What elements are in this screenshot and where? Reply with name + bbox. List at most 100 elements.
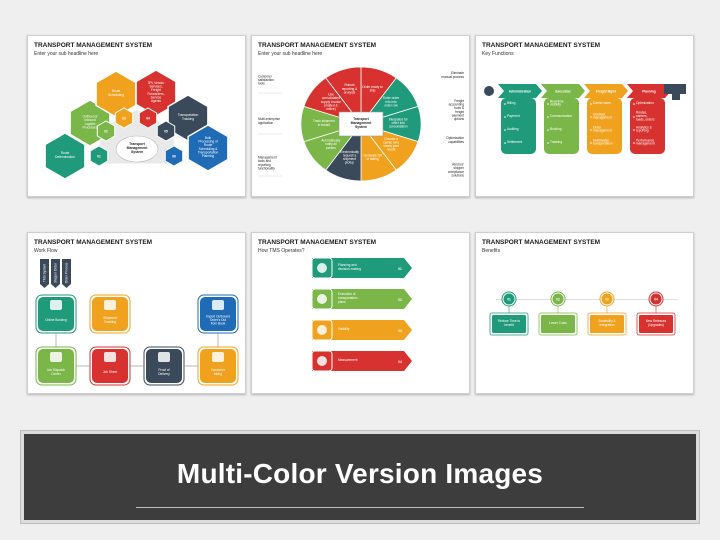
function-arrow (584, 84, 628, 98)
slide-title: TRANSPORT MANAGEMENT SYSTEM (482, 42, 601, 49)
benefit-number: 03 (605, 298, 609, 302)
step-icon (317, 263, 327, 273)
flow-tag (51, 259, 60, 288)
label-line: Route (204, 143, 213, 147)
flow-box (38, 349, 74, 383)
function-heading: Administration (509, 90, 532, 94)
label-line: capabilities (448, 140, 464, 144)
label-line: Measurement (338, 358, 358, 362)
function-arrow (541, 84, 585, 98)
bullet (633, 103, 635, 105)
label-line: Scheduling & (199, 147, 219, 151)
label-line: carrier who (383, 140, 399, 144)
slide-thumbnail-3[interactable]: TRANSPORT MANAGEMENT SYSTEM Key Function… (475, 35, 694, 197)
slide-subtitle: Benefits (482, 248, 501, 254)
flow-box (38, 297, 74, 331)
banner-panel: Multi-Color Version Images (24, 434, 696, 520)
label-line: Analytics & (636, 125, 653, 129)
flow-box (200, 349, 236, 383)
label-line: of lading (366, 157, 378, 161)
label-line: Lower Costs (549, 321, 567, 325)
slide-thumbnail-5[interactable]: TRANSPORT MANAGEMENT SYSTEM How TMS Oper… (251, 232, 470, 394)
banner-title: Multi-Color Version Images (176, 458, 544, 489)
label-line: Visibility (338, 327, 350, 331)
label-line: request a (343, 153, 357, 157)
label-line: Management (258, 156, 277, 160)
flow-tag-label: Order Process (65, 262, 69, 283)
slide-thumbnail-4[interactable]: TRANSPORT MANAGEMENT SYSTEM Work Flow TM… (27, 232, 246, 394)
benefit-card (492, 315, 526, 333)
label-line: supply invoice (321, 100, 341, 104)
label-line: Freight (454, 99, 464, 103)
benefit-number-circle (650, 293, 662, 305)
honeycomb-cell (187, 124, 229, 172)
label-line: Shipment (103, 316, 117, 320)
label-line: Planning and (338, 263, 357, 267)
function-item: Communication (550, 114, 572, 118)
honeycomb-number-cell (164, 145, 184, 167)
slide-thumbnail-2[interactable]: TRANSPORT MANAGEMENT SYSTEM Enter your s… (251, 35, 470, 197)
label-line: Settlement (507, 140, 522, 144)
flow-tag-label: Shipper Order (54, 262, 58, 283)
bullet (547, 103, 549, 105)
bullet (633, 129, 635, 131)
function-item: Routes,carriers,loads, orders (636, 111, 655, 122)
label-line: Order ready to (362, 85, 383, 89)
honeycomb-cell (44, 132, 86, 180)
slide-title: TRANSPORT MANAGEMENT SYSTEM (258, 239, 377, 246)
step-label: Measurement (338, 358, 358, 362)
label-line: Multimodal (593, 138, 609, 142)
honeycomb-number: 01 (97, 155, 101, 159)
label-line: Order's Out (210, 318, 226, 322)
flow-box-icon (50, 352, 62, 362)
label-line: parties (326, 146, 336, 150)
function-item: Booking (550, 127, 562, 131)
label-line: order row (384, 103, 398, 107)
function-card (630, 98, 665, 154)
label-line: reporting (636, 129, 649, 133)
honeycomb-cell (95, 70, 137, 118)
label-line: Planning (202, 154, 215, 158)
benefit-card (541, 315, 575, 333)
step-icon (317, 325, 327, 335)
slide-subtitle: Enter your sub headline here (34, 51, 99, 57)
label-line: (Upgrades) (648, 323, 664, 327)
label-line: carriers, (636, 114, 648, 118)
slide-subtitle: Enter your sub headline here (258, 51, 323, 57)
slide-title: TRANSPORT MANAGEMENT SYSTEM (482, 239, 601, 246)
label-line: Tracking (182, 117, 194, 121)
function-item: Analytics &reporting (636, 125, 653, 132)
slide-thumbnail-1[interactable]: TRANSPORT MANAGEMENT SYSTEM Enter your s… (27, 35, 246, 197)
honeycomb-number-cell (89, 145, 109, 167)
honeycomb-number: 03 (122, 117, 126, 121)
label-line: System (131, 150, 143, 154)
label-line: Management (127, 146, 149, 150)
honeycomb-number: 04 (146, 117, 150, 121)
label-line: Performance (636, 138, 654, 142)
label-line: New Releases (646, 319, 667, 323)
slide-title: TRANSPORT MANAGEMENT SYSTEM (34, 239, 153, 246)
label-line: Payment (507, 114, 520, 118)
slide-subtitle: Key Functions (482, 51, 514, 57)
flow-box-icon (104, 300, 116, 310)
function-item: Billing (507, 101, 516, 105)
bullet (504, 103, 506, 105)
flow-box (92, 297, 128, 331)
label-line: benefit (504, 323, 514, 327)
honeycomb-number-cell (114, 107, 134, 129)
step-banner (312, 289, 412, 309)
bullet (547, 129, 549, 131)
bullet (504, 129, 506, 131)
benefit-number-circle (552, 293, 564, 305)
step-banner (312, 351, 412, 371)
label-line: Job Dispatch (47, 368, 66, 372)
